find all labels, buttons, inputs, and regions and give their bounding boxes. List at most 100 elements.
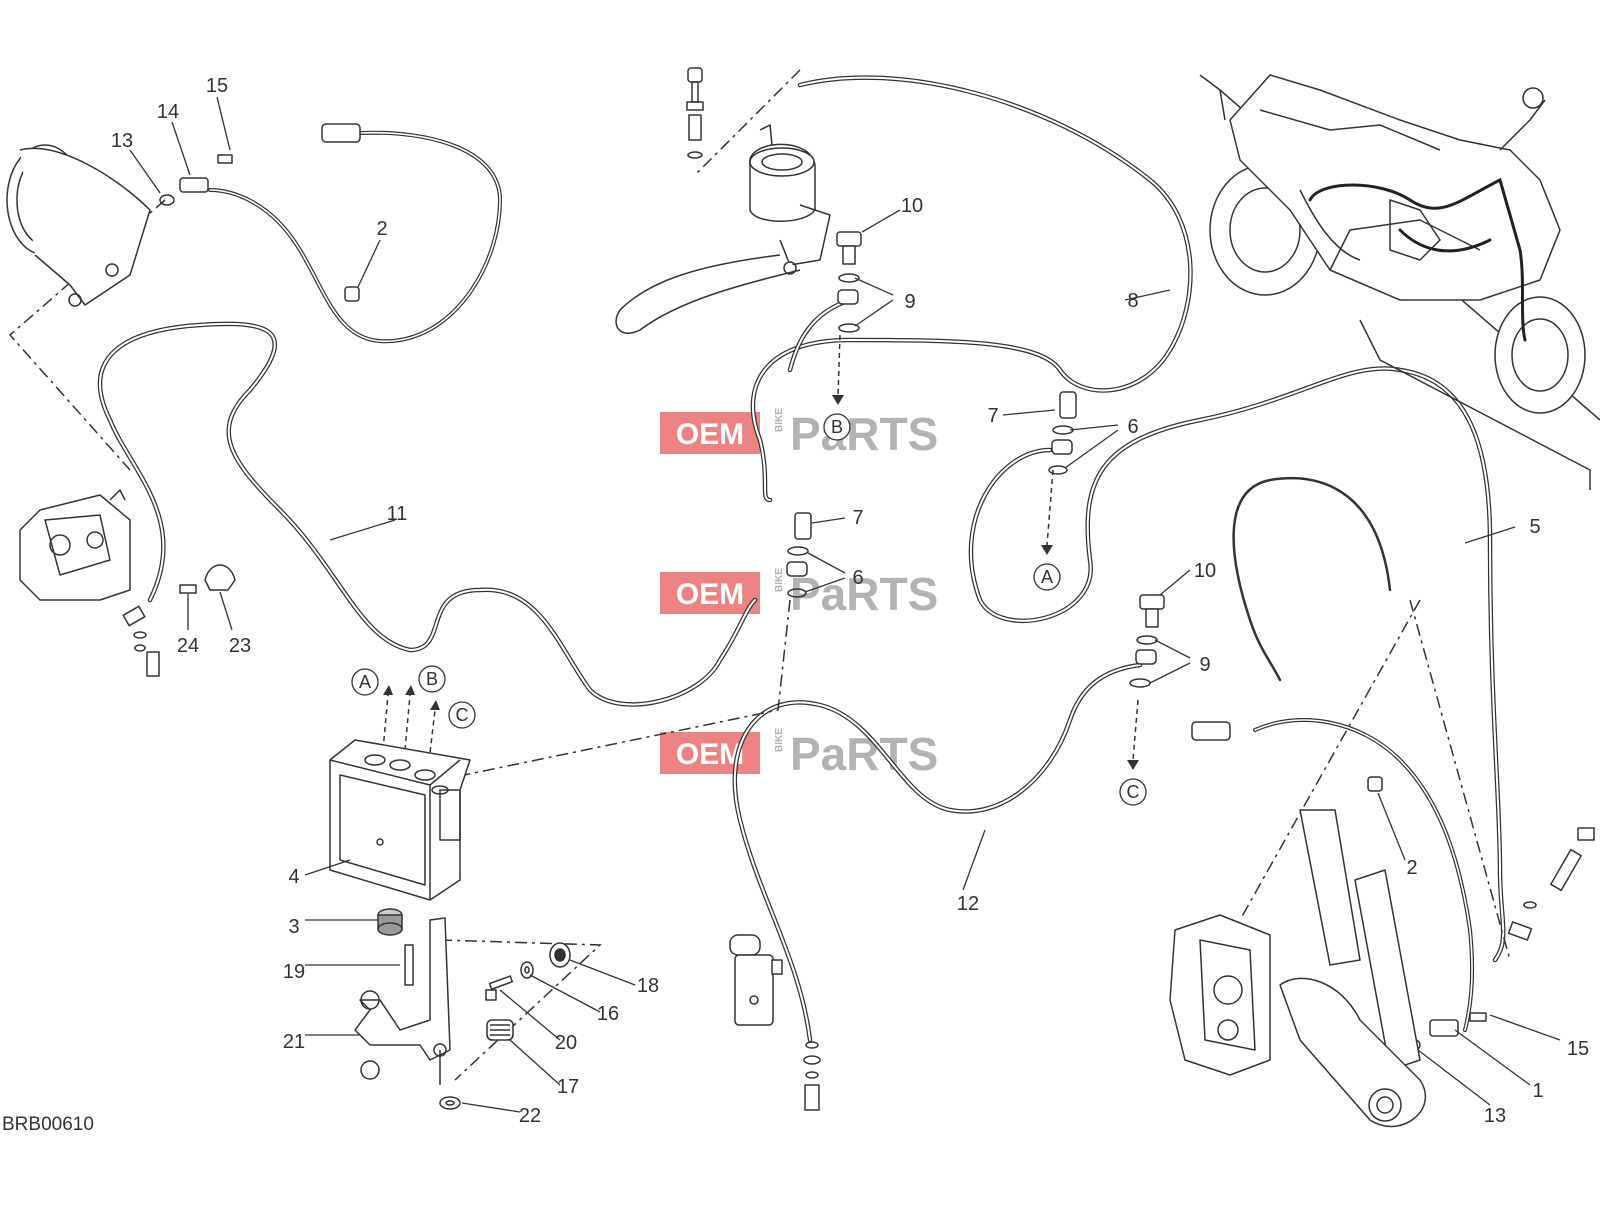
leader-dashed-front-sensor [1409,599,1511,961]
wheel-speed-sensor-cable-rear [208,130,502,344]
abs-bracket-21 [354,917,451,1085]
callout-1: 1 [1532,1080,1543,1102]
banjo-bolt-10-front [836,231,862,333]
washer-16 [520,961,534,979]
callout-15-rear: 15 [206,75,228,97]
callout-13-front: 13 [1484,1105,1506,1127]
callout-7-abs: 7 [852,507,863,529]
callout-10-front: 10 [901,195,923,217]
damper-18 [549,942,571,968]
watermark-1: OEM BIKE PaRTS [660,408,938,460]
callout-4: 4 [288,866,299,888]
callout-3: 3 [288,916,299,938]
watermark-brand-left: OEM [676,418,744,451]
brake-hose-short-9 [787,297,853,373]
callout-2-rear: 2 [376,218,387,240]
banjo-bolt-10-rear [1129,594,1165,688]
rear-brake-caliper [19,489,131,601]
ref-circle-c-abs: C [448,701,476,729]
callout-15-front: 15 [1567,1038,1589,1060]
bolt-24 [179,584,197,594]
rubber-mount-3 [377,908,403,936]
brake-hose-5 [968,366,1506,963]
ref-label: B [426,669,438,689]
ref-circle-a-front: A [1033,563,1061,591]
banjo-bolt-7-front [1048,391,1077,475]
callout-22: 22 [519,1105,541,1127]
callout-8: 8 [1127,290,1138,312]
brake-hose-12 [732,662,1143,1043]
ref-label: C [456,705,469,725]
leader-dashed-abs-c [439,599,791,781]
washer-22 [439,1096,461,1110]
callout-6-abs: 6 [852,567,863,589]
callout-2-front: 2 [1406,857,1417,879]
leader-dashed-bracket [439,939,602,1081]
callout-13-rear: 13 [111,130,133,152]
callout-6-front: 6 [1127,416,1138,438]
watermark-3: OEM BIKE PaRTS [660,728,938,780]
watermark-brand-right: PaRTS [790,568,938,620]
motorcycle-overview [1199,74,1600,490]
ref-circle-c-rear: C [1119,778,1147,806]
bolt-20 [485,975,514,1001]
spare-hose [1232,476,1392,682]
diagram-code: BRB00610 [2,1114,94,1135]
sensor-connector-rear [321,123,361,143]
bleed-screw-stack-rear-caliper [122,605,160,677]
sensor-connector-front [1191,721,1231,741]
wheel-speed-sensor-rear-14 [159,154,233,206]
watermark-brand-small: BIKE [774,728,785,752]
ref-label: A [1041,567,1053,587]
watermark-2: OEM BIKE PaRTS [660,568,938,620]
bleed-screw-stack-front [686,67,704,159]
watermark-brand-left: OEM [676,578,744,611]
callout-9-front: 9 [904,291,915,313]
abs-modulator-unit-4 [329,739,471,901]
ref-label: A [359,672,371,692]
overview-brake-line [1308,177,1527,342]
callout-20: 20 [555,1032,577,1054]
callout-17: 17 [557,1076,579,1098]
callout-18: 18 [637,975,659,997]
watermark-brand-left: OEM [676,738,744,771]
callout-14: 14 [157,101,179,123]
callout-11: 11 [387,503,408,525]
rear-caliper-bracket [6,144,151,307]
callout-10-rear: 10 [1194,560,1216,582]
leader-dashed-front-caliper [1239,599,1421,921]
watermark-brand-small: BIKE [774,568,785,592]
watermark-brand-small: BIKE [774,408,785,432]
ref-label: C [1127,782,1140,802]
callout-12: 12 [957,893,979,915]
arrow-abs-b [404,694,411,751]
arrow-to-c-rear [1132,699,1139,761]
arrow-to-a-front [1046,469,1054,546]
banjo-bolt-7-abs [786,512,812,598]
callout-16: 16 [597,1003,619,1025]
ref-circle-b-front: B [823,413,851,441]
sensor-clip-2-rear [344,286,360,302]
callout-5: 5 [1529,516,1540,538]
ref-circle-a-abs: A [351,668,379,696]
front-brake-master-cylinder [615,124,831,334]
ref-circle-b-abs: B [418,665,446,693]
front-fork-leg [1279,809,1427,1128]
callout-7-front: 7 [987,405,998,427]
watermark-brand-right: PaRTS [790,728,938,780]
callout-23: 23 [229,635,251,657]
front-brake-caliper [1169,914,1271,1076]
arrow-abs-a [382,694,389,751]
overview-brake-line-2 [1398,228,1492,253]
callout-21: 21 [283,1031,305,1053]
arrow-to-b-front [837,334,841,396]
gear-nut-17 [486,1019,514,1041]
rear-brake-master-cylinder [729,934,783,1026]
hose-clamp-23 [204,564,236,591]
bleed-screw-stack-rear [803,1041,821,1111]
callout-9-rear: 9 [1199,654,1210,676]
callout-19: 19 [283,961,305,983]
ref-label: B [831,417,843,437]
